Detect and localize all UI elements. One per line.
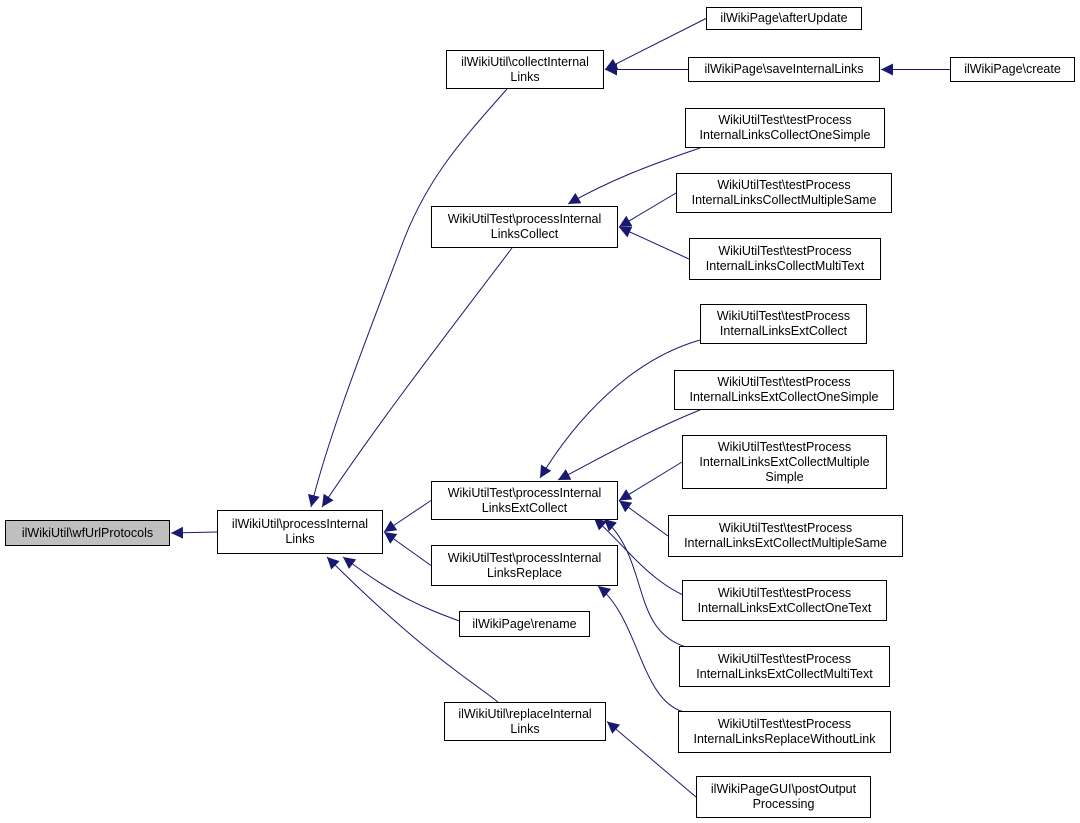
node-label-line: Processing <box>752 797 815 811</box>
node-label-line: InternalLinksReplaceWithoutLink <box>693 732 876 746</box>
edge-processInternalLinks-to-wfUrlProtocols <box>170 526 218 539</box>
node-label-line: ilWikiPage\afterUpdate <box>720 11 848 25</box>
node-label-line: WikiUtilTest\testProcess <box>716 309 851 323</box>
node-label-line: WikiUtilTest\testProcess <box>717 717 852 731</box>
node-label-line: WikiUtilTest\processInternal <box>447 550 602 565</box>
node-label-line: InternalLinksCollectMultiText <box>705 259 865 273</box>
edge-testCollectMultipleSame-to-processInternalLinksCollect <box>618 192 677 228</box>
node-label-line: InternalLinksExtCollect <box>719 324 848 338</box>
edge-processInternalLinksExtCollect-to-processInternalLinks <box>383 500 432 533</box>
edge-rename-to-processInternalLinks <box>342 556 463 623</box>
node-label-line: LinksExtCollect <box>481 500 568 515</box>
node-label-line: InternalLinksExtCollectMultiText <box>696 666 873 681</box>
node-label-line: Links <box>510 721 540 736</box>
edge-testExtCollect-to-processInternalLinksExtCollect <box>539 339 701 479</box>
node-label-line: WikiUtilTest\testProcess <box>717 178 851 192</box>
node-label-line: ilWikiUtil\collectInternal <box>461 54 589 69</box>
edge-replaceInternalLinks-to-processInternalLinks <box>326 556 499 703</box>
node-label-line: WikiUtilTest\testProcess <box>718 113 852 127</box>
node-label-line: Links <box>510 69 540 84</box>
edge-testCollectMultiText-to-processInternalLinksCollect <box>618 226 690 260</box>
node-label-line: WikiUtilTest\testProcess <box>718 244 852 258</box>
node-label-line: LinksCollect <box>490 227 559 241</box>
edge-afterUpdate-to-collectInternalLinks <box>604 18 707 70</box>
edge-testExtCollectOneSimple-to-processInternalLinksExtCollect <box>557 409 701 481</box>
node-label-line: WikiUtilTest\testProcess <box>718 521 853 535</box>
node-label-line: InternalLinksCollectMultipleSame <box>691 193 877 207</box>
node-label-line: WikiUtilTest\testProcess <box>717 439 852 454</box>
node-label-line: Simple <box>765 469 804 484</box>
node-label-line: InternalLinksExtCollectOneSimple <box>689 390 879 404</box>
edge-testExtCollectMultipleSimple-to-processInternalLinksExtCollect <box>618 461 683 501</box>
node-label-line: ilWikiUtil\wfUrlProtocols <box>21 525 154 540</box>
edge-testReplaceWithoutLink-to-processInternalLinksReplace <box>597 585 685 713</box>
node-label-line: WikiUtilTest\testProcess <box>717 651 852 666</box>
node-label-line: ilWikiPage\rename <box>472 616 577 631</box>
edge-testExtCollectMultipleSame-to-processInternalLinksExtCollect <box>618 500 669 537</box>
edge-testCollectOneSimple-to-processInternalLinksCollect <box>567 147 701 205</box>
node-label-line: Links <box>285 532 315 546</box>
edge-collectInternalLinks-to-processInternalLinks <box>308 88 508 508</box>
node-label-line: ilWikiPage\saveInternalLinks <box>704 62 864 76</box>
node-label-line: InternalLinksExtCollectOneText <box>697 600 872 615</box>
node-afterUpdate[interactable]: ilWikiPage\afterUpdate <box>706 7 862 30</box>
edge-postOutputProcessing-to-replaceInternalLinks <box>606 721 697 798</box>
node-wfUrlProtocols: ilWikiUtil\wfUrlProtocols <box>5 520 170 546</box>
node-label-line: InternalLinksExtCollectMultiple <box>699 454 870 469</box>
node-saveInternalLinks[interactable]: ilWikiPage\saveInternalLinks <box>688 57 880 82</box>
node-create[interactable]: ilWikiPage\create <box>950 57 1075 82</box>
node-label-line: ilWikiUtil\replaceInternal <box>458 706 592 721</box>
node-label-line: ilWikiPage\create <box>964 62 1061 76</box>
edge-processInternalLinksCollect-to-processInternalLinks <box>321 247 513 508</box>
node-label-line: InternalLinksExtCollectMultipleSame <box>684 536 887 550</box>
node-label-line: WikiUtilTest\testProcess <box>717 585 852 600</box>
node-label-line: LinksReplace <box>486 565 563 580</box>
node-label-line: ilWikiPageGUI\postOutput <box>710 782 857 796</box>
node-rename[interactable]: ilWikiPage\rename <box>459 611 590 637</box>
node-label-line: WikiUtilTest\processInternal <box>447 485 602 500</box>
node-label-line: WikiUtilTest\testProcess <box>717 375 851 389</box>
node-label-line: WikiUtilTest\processInternal <box>447 212 602 226</box>
node-label-line: ilWikiUtil\processInternal <box>231 517 369 531</box>
edge-processInternalLinksReplace-to-processInternalLinks <box>383 531 432 566</box>
node-label-line: InternalLinksCollectOneSimple <box>699 128 871 142</box>
edge-testExtCollectMultiText-to-processInternalLinksExtCollect <box>603 518 687 648</box>
